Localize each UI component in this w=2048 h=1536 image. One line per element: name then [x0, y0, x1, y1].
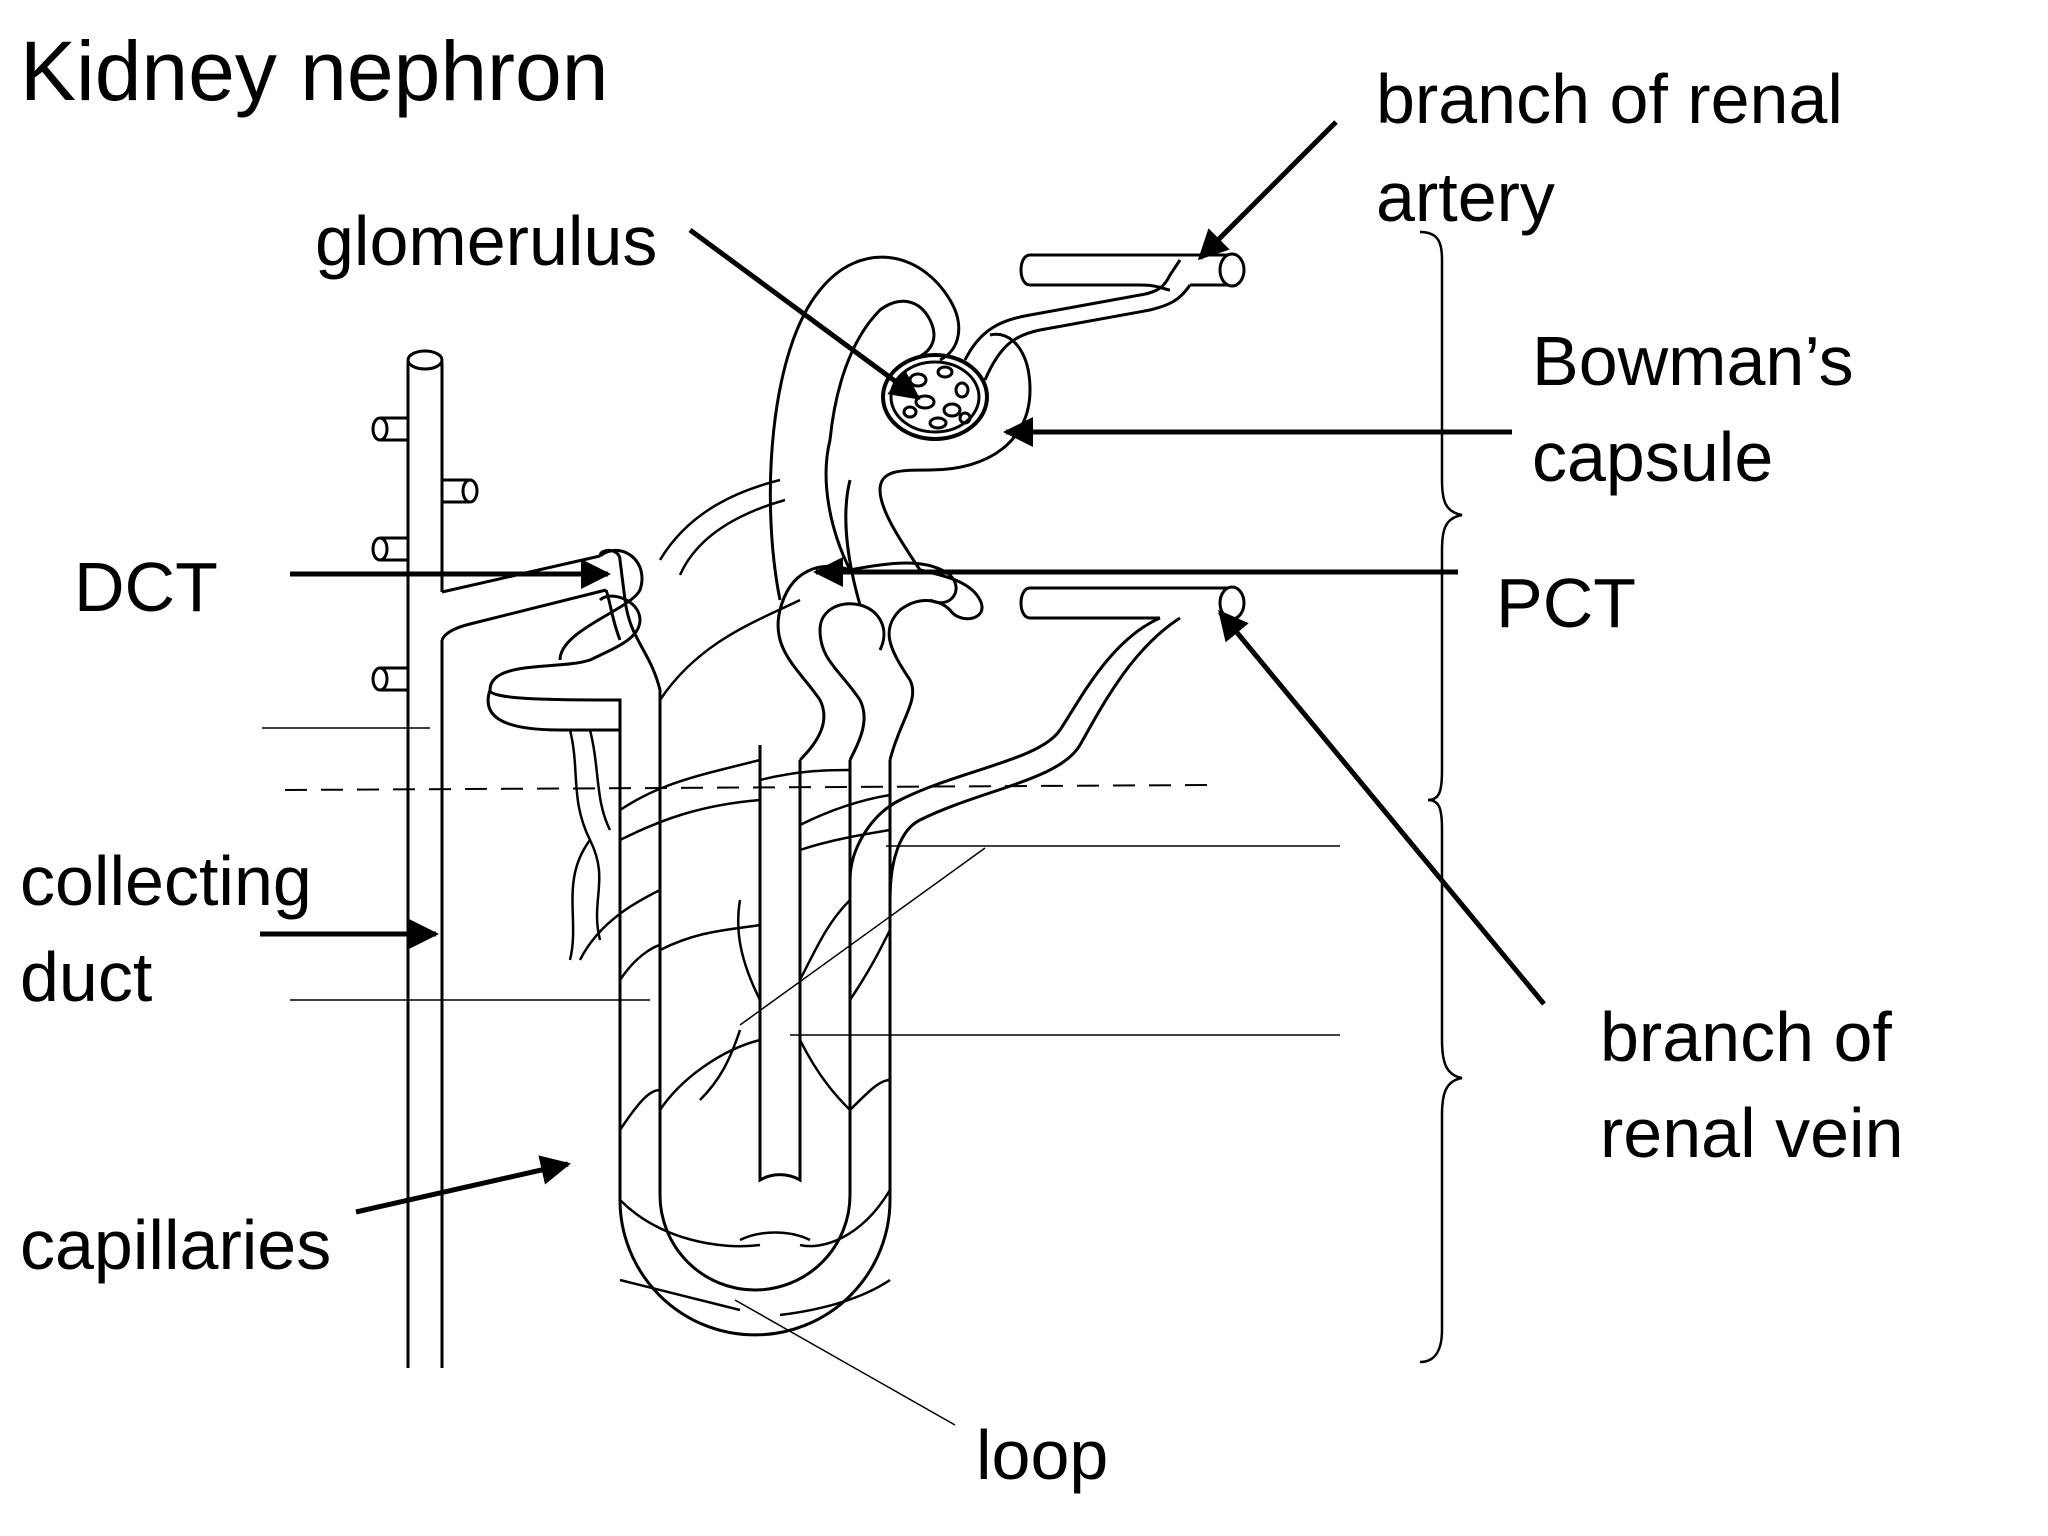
dct-coil [486, 549, 662, 740]
zone-markers [262, 727, 1340, 1426]
label-glomerulus: glomerulus [315, 202, 658, 280]
glomerulus-arrow [688, 227, 921, 401]
label-dct: DCT [74, 548, 218, 626]
label-bowman-line1: Bowman’s [1532, 322, 1854, 400]
label-collecting-line2: duct [20, 938, 153, 1016]
label-loop: loop [976, 1416, 1109, 1494]
renal-vein-branch [848, 585, 1246, 901]
label-collecting-line1: collecting [20, 842, 312, 920]
diagram-title: Kidney nephron [20, 24, 609, 118]
label-bowman-line2: capsule [1532, 418, 1774, 496]
capillaries-arrow [355, 1155, 571, 1215]
label-capillaries: capillaries [20, 1206, 332, 1284]
label-artery-line2: artery [1376, 158, 1555, 236]
capillary-network [568, 478, 892, 1317]
label-pct: PCT [1496, 564, 1636, 642]
pct-coil [776, 561, 984, 762]
label-vein-line2: renal vein [1600, 1094, 1904, 1172]
renal-artery-branch [1019, 252, 1246, 292]
label-artery-line1: branch of renal [1376, 60, 1843, 138]
region-brace [1419, 230, 1463, 1364]
vein-arrow [1218, 609, 1546, 1006]
leader-arrows [260, 120, 1546, 1215]
artery-arrow [1197, 120, 1338, 261]
collecting-duct [371, 349, 607, 1368]
glomerulus [881, 353, 989, 441]
label-vein-line1: branch of [1600, 998, 1892, 1076]
bowmans-capsule [768, 255, 1192, 606]
